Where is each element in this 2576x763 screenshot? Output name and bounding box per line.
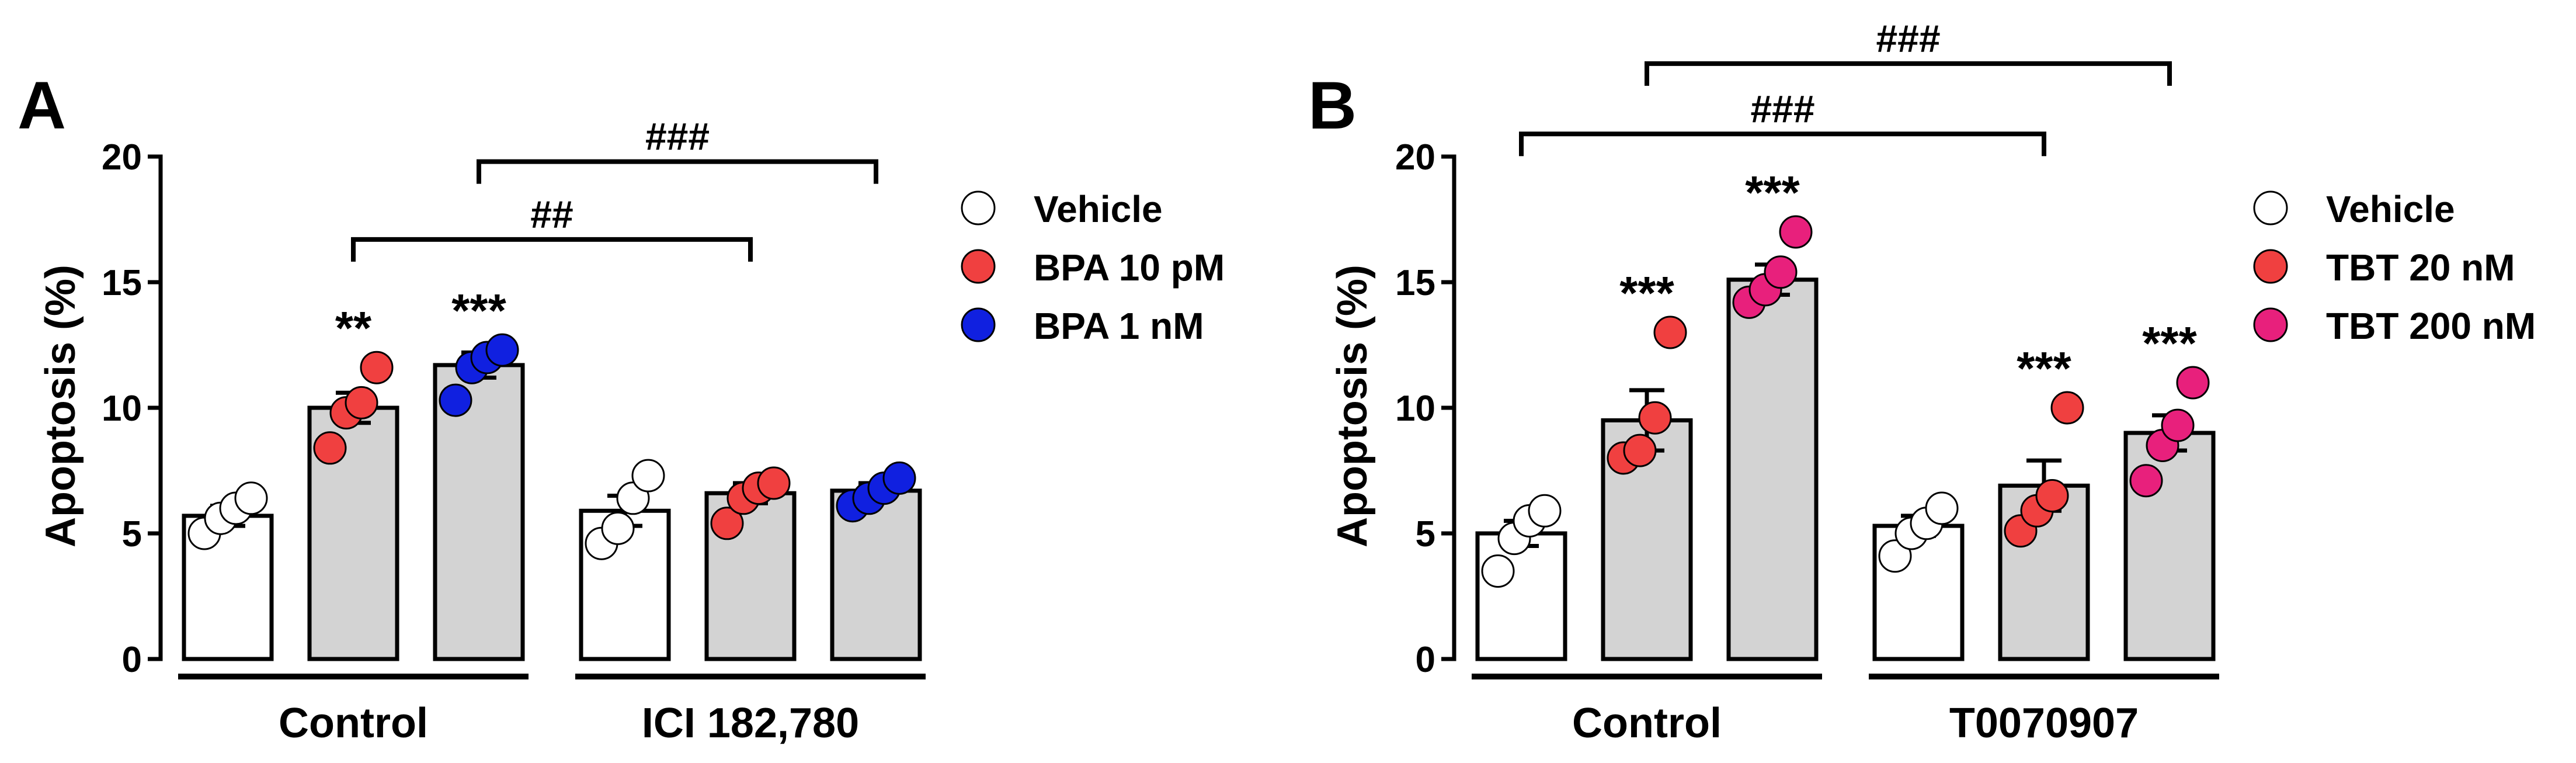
panel-label: B <box>1308 68 1357 143</box>
data-point <box>2129 464 2163 498</box>
data-point <box>2161 408 2195 442</box>
legend-marker <box>961 307 996 342</box>
bracket-label: ### <box>645 115 710 158</box>
data-point <box>2050 391 2084 425</box>
legend-marker <box>961 190 996 226</box>
comparison-bracket <box>1645 61 2172 86</box>
y-tick-label: 15 <box>102 263 142 303</box>
bracket-label: ### <box>1876 17 1940 60</box>
y-axis-label: Apoptosis (%) <box>1329 265 1376 547</box>
group-label: Control <box>279 700 428 747</box>
bar <box>1998 483 2090 661</box>
legend-label: Vehicle <box>2326 188 2455 230</box>
bracket-label: ### <box>1750 87 1814 130</box>
data-point <box>360 351 394 384</box>
significance-label: *** <box>1619 267 1674 319</box>
y-tick-label: 10 <box>102 389 142 429</box>
legend-marker <box>2253 190 2288 226</box>
y-tick-label: 0 <box>1416 640 1435 680</box>
panel-label: A <box>18 68 66 143</box>
y-tick-label: 20 <box>1395 137 1435 178</box>
data-point <box>1623 433 1657 467</box>
y-tick-label: 0 <box>122 640 142 680</box>
legend-label: TBT 200 nM <box>2326 305 2536 347</box>
y-tick-label: 20 <box>102 137 142 178</box>
data-point <box>1925 491 1959 525</box>
data-point <box>234 481 268 515</box>
legend-label: BPA 10 pM <box>1034 247 1225 289</box>
y-axis-label: Apoptosis (%) <box>37 265 84 547</box>
significance-label: *** <box>451 285 506 337</box>
legend-marker <box>961 249 996 284</box>
comparison-bracket <box>1519 131 2046 157</box>
y-tick-label: 5 <box>1416 514 1435 554</box>
data-point <box>757 466 791 500</box>
bracket-label: ## <box>530 193 573 236</box>
data-point <box>2035 479 2069 512</box>
panel-b: B Apoptosis (%) 0 5 10 15 20 *** *** *** *** Cont… <box>1308 17 2536 747</box>
data-point <box>439 383 472 417</box>
group-label: Control <box>1572 700 1722 747</box>
data-point <box>882 461 916 495</box>
comparison-bracket <box>351 237 753 262</box>
bar <box>1726 278 1819 661</box>
data-point <box>313 431 347 465</box>
significance-label: ** <box>335 302 372 354</box>
data-point <box>601 511 635 545</box>
data-point <box>2176 366 2210 400</box>
data-point <box>1779 215 1813 249</box>
legend-marker <box>2253 307 2288 342</box>
data-point <box>1764 255 1798 289</box>
data-point <box>1653 315 1687 349</box>
bar <box>1475 531 1567 661</box>
data-point <box>1528 494 1562 528</box>
significance-label: *** <box>1745 167 1800 219</box>
data-point <box>710 507 744 540</box>
data-point <box>1481 554 1515 588</box>
data-point <box>345 386 378 419</box>
data-point <box>485 333 519 367</box>
y-tick-label: 10 <box>1395 389 1435 429</box>
data-point <box>1638 401 1672 435</box>
legend-label: Vehicle <box>1034 188 1163 230</box>
legend-label: BPA 1 nM <box>1034 305 1204 347</box>
comparison-bracket <box>477 159 878 184</box>
bar <box>830 488 922 661</box>
legend-marker <box>2253 249 2288 284</box>
data-point <box>1878 539 1912 573</box>
group-label: ICI 182,780 <box>642 700 859 747</box>
group-label: T0070907 <box>1949 700 2139 747</box>
data-point <box>631 459 665 493</box>
y-tick-label: 5 <box>122 514 142 554</box>
significance-label: *** <box>2017 342 2071 394</box>
significance-label: *** <box>2142 317 2197 369</box>
y-tick-label: 15 <box>1395 263 1435 303</box>
legend-label: TBT 20 nM <box>2326 247 2515 289</box>
